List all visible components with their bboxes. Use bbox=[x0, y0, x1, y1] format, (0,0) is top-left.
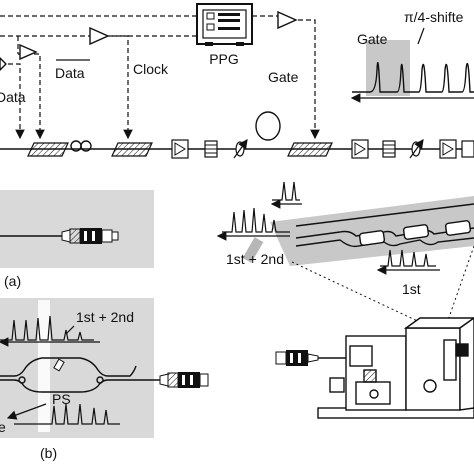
amplifier-box-1 bbox=[171, 139, 189, 159]
clock-label: Clock bbox=[133, 61, 169, 77]
ps-label: PS bbox=[52, 391, 71, 407]
chip-band bbox=[270, 196, 474, 266]
coupling-stage bbox=[317, 317, 474, 419]
polarization-loops bbox=[70, 140, 92, 152]
e-fragment-label: e bbox=[0, 419, 6, 435]
first-second-label-b: 1st + 2nd bbox=[76, 309, 134, 325]
first-label: 1st bbox=[402, 281, 421, 297]
modulator-2 bbox=[111, 142, 153, 157]
filter-2 bbox=[382, 140, 396, 158]
first-second-label: 1st + 2nd bbox=[226, 251, 284, 267]
phase-shifter bbox=[53, 358, 65, 372]
panel-b: 1st + 2nd PS e (b) bbox=[0, 298, 209, 461]
panel-b-highlight bbox=[38, 300, 50, 432]
attenuator-2 bbox=[409, 139, 424, 159]
panel-b-label: (b) bbox=[40, 445, 57, 461]
gate-label: Gate bbox=[268, 69, 299, 85]
pi-shift-label: π/4-shifte bbox=[404, 9, 464, 25]
gate-inset-label: Gate bbox=[357, 31, 388, 47]
amplifier-box-2 bbox=[351, 139, 369, 159]
gate-waveform-inset: Gate π/4-shifte bbox=[350, 9, 474, 103]
pi-shift-pointer bbox=[417, 27, 425, 45]
electrical-amplifiers bbox=[0, 10, 298, 71]
panel-a: (a) bbox=[0, 190, 154, 289]
data-bar-label: Data bbox=[55, 65, 85, 81]
modulator-gate bbox=[287, 142, 333, 157]
filter-3 bbox=[461, 140, 474, 158]
electrical-lines bbox=[0, 15, 320, 140]
chip-waveguides bbox=[295, 203, 474, 248]
ppg-box bbox=[196, 3, 253, 46]
amplifier-box-3 bbox=[439, 139, 457, 159]
modulator-1 bbox=[27, 142, 69, 157]
projection-lines bbox=[291, 245, 474, 327]
fiber-spool bbox=[255, 111, 281, 141]
chip-illustration: 1st + 2nd 1st bbox=[216, 181, 474, 419]
ppg-label: PPG bbox=[209, 51, 239, 67]
top-setup: PPG Data Data Clock Gate bbox=[0, 3, 474, 159]
fiber-connector-a bbox=[61, 228, 119, 244]
attenuator-1 bbox=[233, 139, 248, 159]
panel-a-label: (a) bbox=[4, 273, 21, 289]
filter-1 bbox=[204, 140, 218, 158]
waveguide-interferometer bbox=[0, 357, 160, 393]
data-label: Data bbox=[0, 89, 26, 105]
fiber-connector-b bbox=[159, 372, 209, 388]
first-second-marker bbox=[242, 237, 264, 263]
